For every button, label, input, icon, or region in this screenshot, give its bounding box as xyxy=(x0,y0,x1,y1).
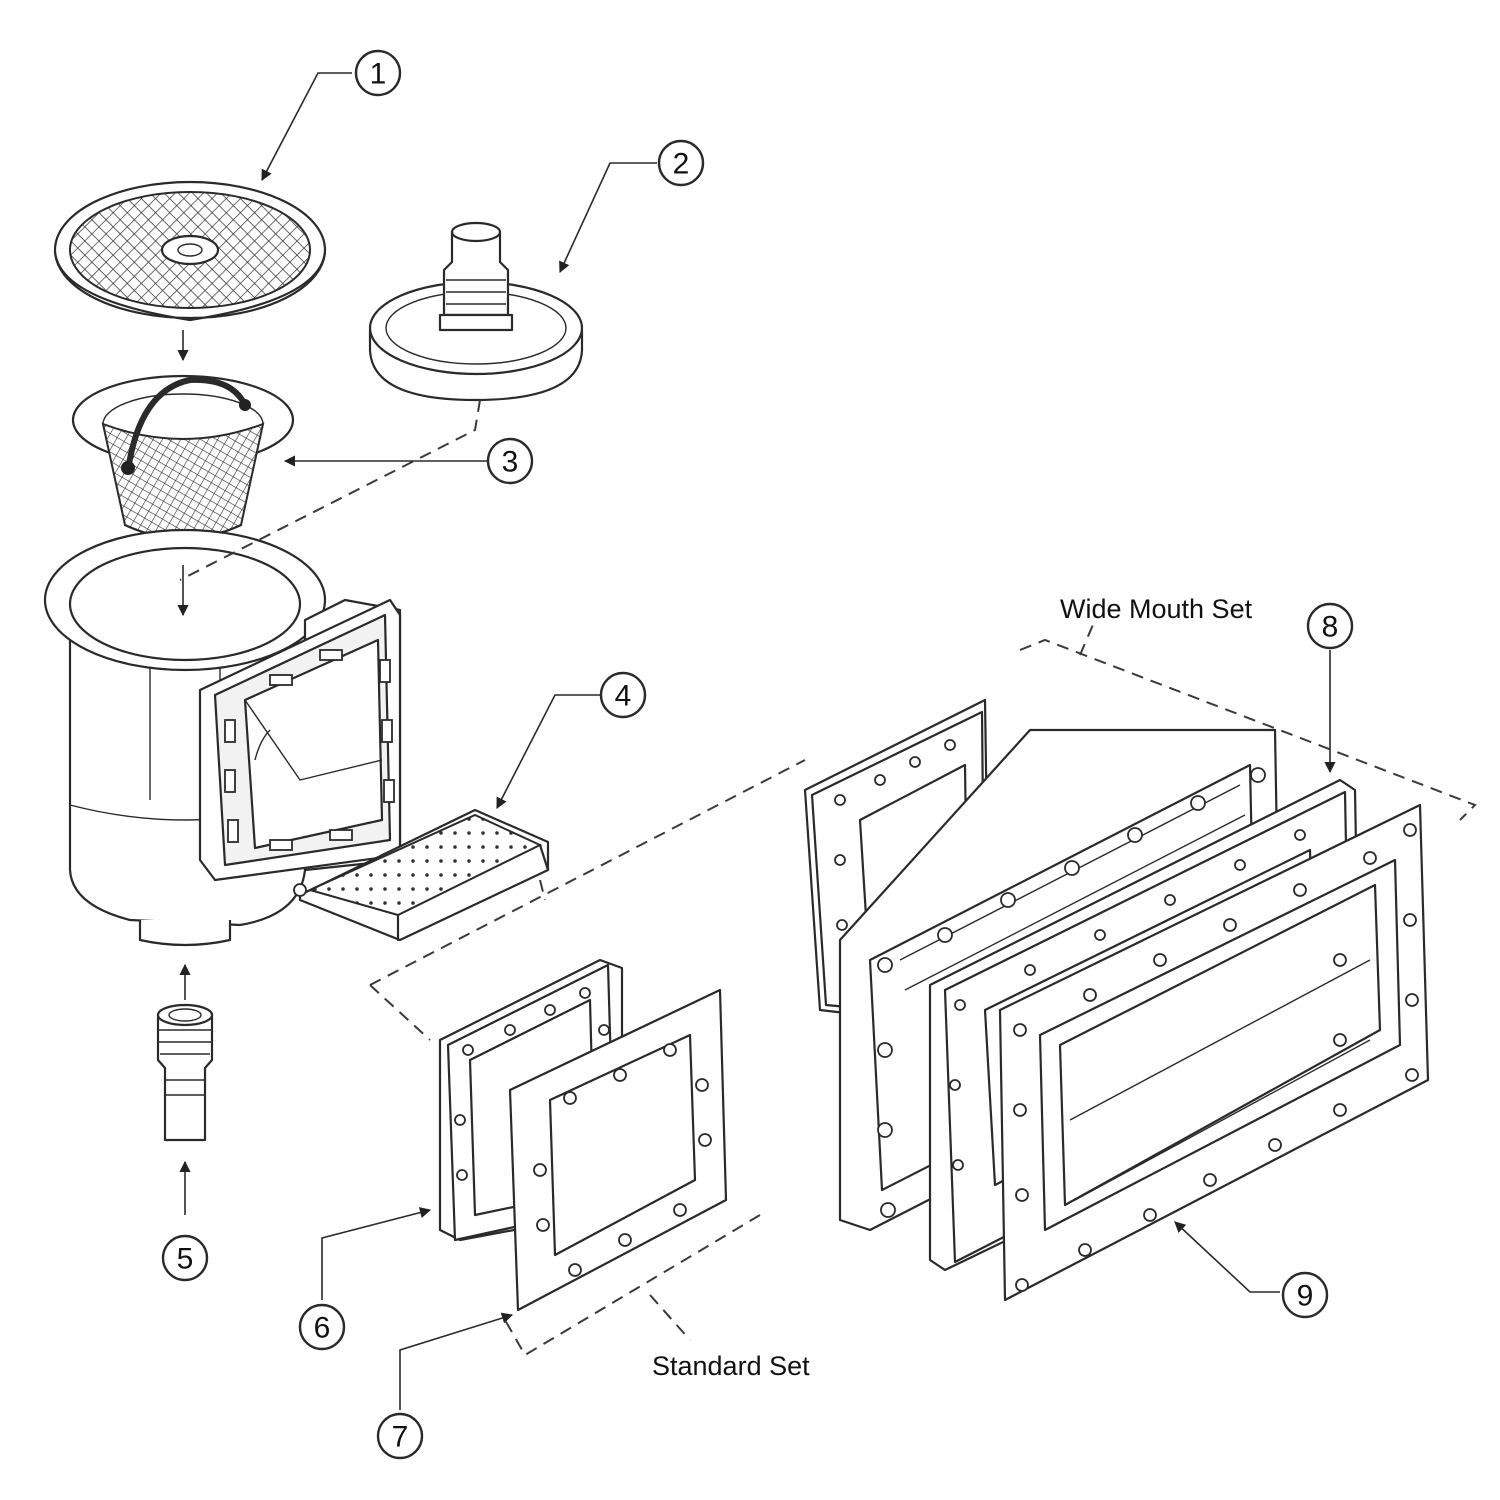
dashed-guides xyxy=(179,399,1477,1357)
callout-5-number: 5 xyxy=(177,1243,194,1276)
part-2-vacuum-plate xyxy=(368,221,584,402)
leader-lines xyxy=(261,72,1336,1410)
part-7-faceplate-standard xyxy=(508,988,728,1312)
part-3-basket xyxy=(71,374,295,540)
part-1-lid xyxy=(53,180,327,322)
skimmer-body xyxy=(43,528,402,947)
callout-2-number: 2 xyxy=(673,148,690,181)
callout-6-number: 6 xyxy=(314,1312,331,1345)
assembly-arrows xyxy=(177,330,191,1215)
callout-4-number: 4 xyxy=(615,680,632,713)
callout-9: 9 xyxy=(1281,1271,1329,1319)
wide-mouth-set-label: Wide Mouth Set xyxy=(1060,594,1253,624)
part-5-fitting xyxy=(156,1003,214,1142)
callout-2: 2 xyxy=(657,139,705,187)
callout-7: 7 xyxy=(376,1412,424,1460)
callout-7-number: 7 xyxy=(392,1421,409,1454)
callout-8: 8 xyxy=(1306,602,1354,650)
part-9-faceplate-wide-mouth xyxy=(998,803,1430,1302)
callout-6: 6 xyxy=(298,1303,346,1351)
standard-set-label: Standard Set xyxy=(652,1351,810,1381)
callout-1-number: 1 xyxy=(370,58,387,91)
callout-1: 1 xyxy=(354,49,402,97)
callout-8-number: 8 xyxy=(1322,611,1339,644)
callout-5: 5 xyxy=(161,1234,209,1282)
part-4-weir xyxy=(293,808,550,942)
callout-3: 3 xyxy=(486,437,534,485)
callout-9-number: 9 xyxy=(1297,1280,1314,1313)
callout-4: 4 xyxy=(599,671,647,719)
callout-3-number: 3 xyxy=(502,446,519,479)
